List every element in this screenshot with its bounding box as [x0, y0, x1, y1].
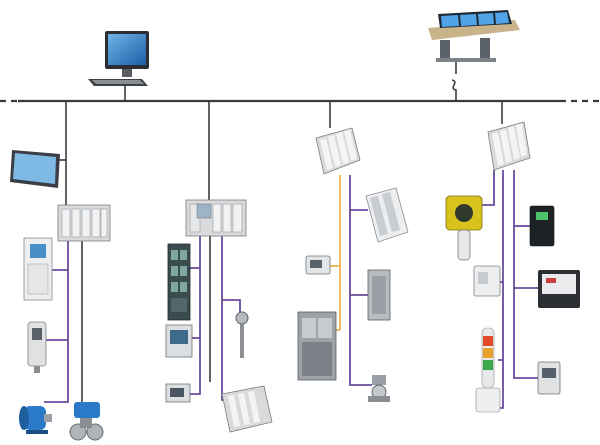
level-transmitter-icon: [537, 361, 561, 395]
display-controller-icon: [538, 270, 580, 308]
controller-rack-icon: [185, 199, 247, 237]
switchgear-cabinet-icon: [297, 311, 337, 381]
safety-relay-icon: [529, 205, 555, 247]
control-room-console-icon: [428, 10, 520, 62]
touch-panel-icon: [10, 150, 60, 188]
pressure-transmitter-icon: [27, 321, 47, 373]
enclosure-icon: [367, 269, 391, 321]
group-2-wiring: [187, 236, 241, 401]
motor-icon: [19, 406, 52, 434]
controller-rack-icon: [57, 204, 111, 242]
io-module-icon: [221, 385, 273, 433]
gas-detector-icon: [445, 195, 483, 261]
signal-indicator-icon: [473, 265, 501, 297]
group-1-wiring: [44, 240, 83, 412]
flow-meter-icon: [368, 375, 390, 402]
trunk-lines: [57, 60, 503, 205]
indicator-icon: [165, 383, 191, 403]
io-module-icon: [315, 127, 361, 175]
panel-meter-icon: [165, 324, 193, 358]
drive-cabinet-icon: [167, 243, 191, 321]
analyzer-cabinet-icon: [23, 237, 53, 301]
temperature-sensor-icon: [235, 311, 249, 358]
io-module-icon: [365, 187, 409, 243]
io-module-icon: [487, 121, 531, 171]
valve-actuator-icon: [69, 402, 104, 441]
signal-tower-icon: [475, 327, 501, 413]
panel-meter-icon: [305, 255, 331, 275]
desktop-computer-icon: [88, 31, 149, 86]
